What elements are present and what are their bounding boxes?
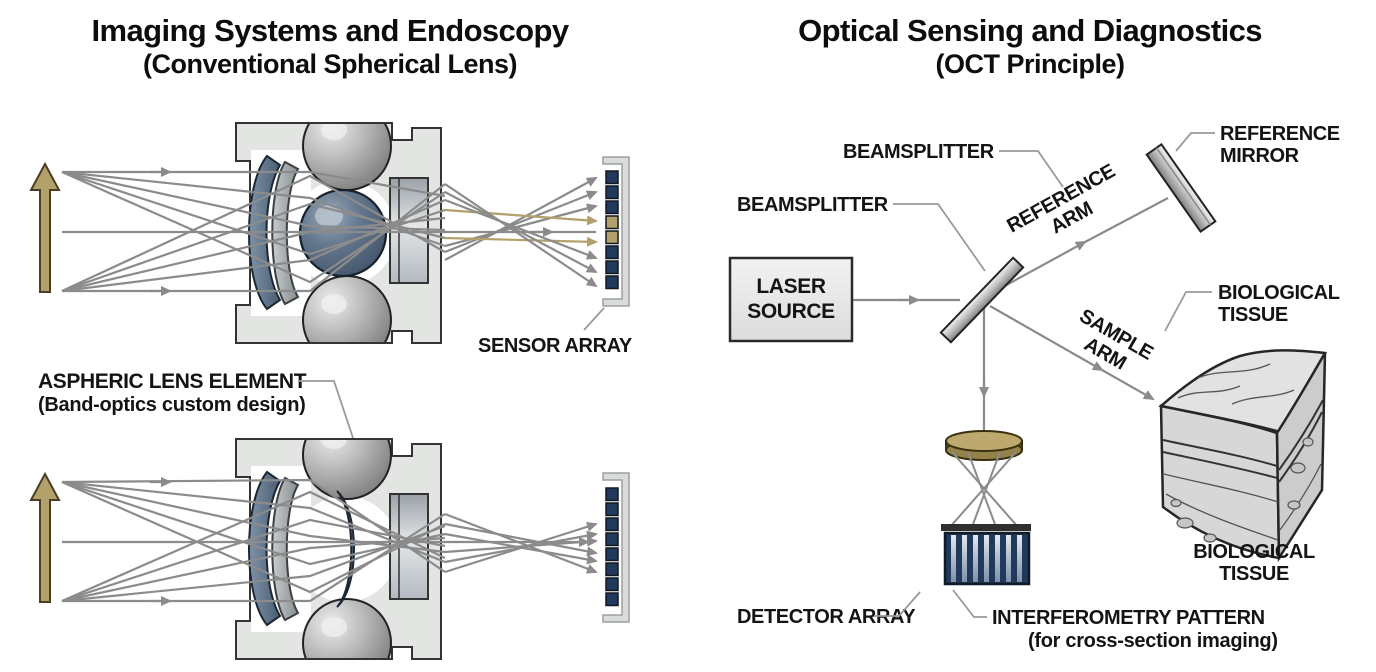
object-arrow xyxy=(29,161,61,293)
biological-tissue-block xyxy=(1158,349,1328,563)
bottom-relay-ball xyxy=(302,598,392,658)
laser-source-label-line2: SOURCE xyxy=(747,300,835,323)
sensor-array-top xyxy=(602,156,630,307)
laser-source-label-line1: LASER xyxy=(756,275,825,298)
detector-array xyxy=(941,524,1031,586)
object-arrow xyxy=(29,471,61,603)
ray-bundle-top xyxy=(61,167,598,296)
interference-rays xyxy=(949,451,1019,528)
aspheric-label-line1: ASPHERIC LENS ELEMENT xyxy=(38,370,307,393)
biological-tissue-caption-line2: TISSUE xyxy=(1219,563,1289,585)
focused-pixel xyxy=(605,230,619,245)
left-subtitle: (Conventional Spherical Lens) xyxy=(143,49,517,79)
reference-arm-beam xyxy=(989,197,1169,295)
aspheric-lens-element xyxy=(336,490,356,608)
left-title: Imaging Systems and Endoscopy xyxy=(92,13,570,48)
top-relay-ball xyxy=(302,124,392,191)
top-relay-ball xyxy=(302,440,392,500)
ray-bundle-bottom xyxy=(61,477,598,606)
sample-arm-label: SAMPLE ARM xyxy=(1075,305,1156,374)
reference-mirror-label-line2: MIRROR xyxy=(1220,145,1300,167)
aspheric-lens-diagram xyxy=(29,438,630,660)
biological-tissue-callout-line2: TISSUE xyxy=(1218,304,1288,326)
reference-arm-label: REFERENCE ARM xyxy=(1003,160,1118,238)
aspheric-label-line2: (Band-optics custom design) xyxy=(38,394,305,416)
sensor-array-label: SENSOR ARRAY xyxy=(478,335,633,357)
beamsplitter-plate xyxy=(939,256,1025,344)
focusing-lens-disc xyxy=(945,430,1023,461)
interferometry-label-line2: (for cross-section imaging) xyxy=(1028,630,1278,652)
focused-pixel xyxy=(605,215,619,230)
sensor-array-bottom xyxy=(602,472,630,623)
biological-tissue-callout-line1: BIOLOGICAL xyxy=(1218,282,1340,304)
reference-mirror-plate xyxy=(1145,142,1217,234)
conventional-lens-diagram: SENSOR ARRAY xyxy=(29,122,633,357)
bottom-relay-ball xyxy=(302,275,392,342)
biological-tissue-caption-line1: BIOLOGICAL xyxy=(1193,541,1315,563)
detector-array-label: DETECTOR ARRAY xyxy=(737,606,916,628)
oct-diagram: LASER SOURCE BEAMSPLITTER BEAMSPLITTER R… xyxy=(728,123,1340,652)
interferometry-label-line1: INTERFEROMETRY PATTERN xyxy=(992,607,1265,629)
reference-mirror-label-line1: REFERENCE xyxy=(1220,123,1340,145)
right-subtitle: (OCT Principle) xyxy=(935,49,1124,79)
beamsplitter-label-upper: BEAMSPLITTER xyxy=(843,141,995,163)
second-meniscus-lens xyxy=(271,476,300,622)
right-title: Optical Sensing and Diagnostics xyxy=(798,13,1262,48)
sample-arm-beam xyxy=(989,305,1155,400)
laser-source-box xyxy=(728,256,854,343)
beamsplitter-label-lower: BEAMSPLITTER xyxy=(737,194,889,216)
